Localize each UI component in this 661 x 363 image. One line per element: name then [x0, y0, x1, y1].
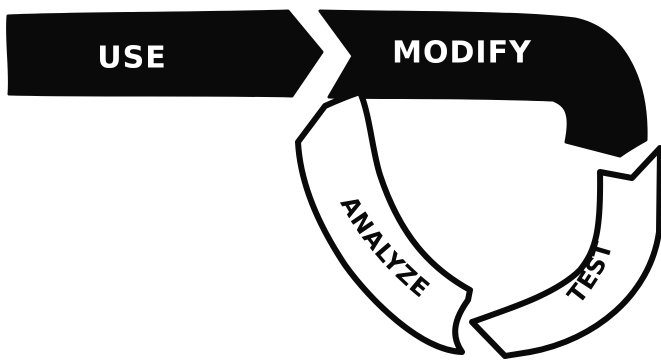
modify-label: MODIFY [392, 36, 532, 71]
modify-arrow [318, 9, 648, 158]
test-arrow [469, 145, 661, 359]
use-label: USE [97, 41, 166, 76]
analyze-arrow [295, 89, 473, 355]
use-arrow [6, 9, 324, 98]
